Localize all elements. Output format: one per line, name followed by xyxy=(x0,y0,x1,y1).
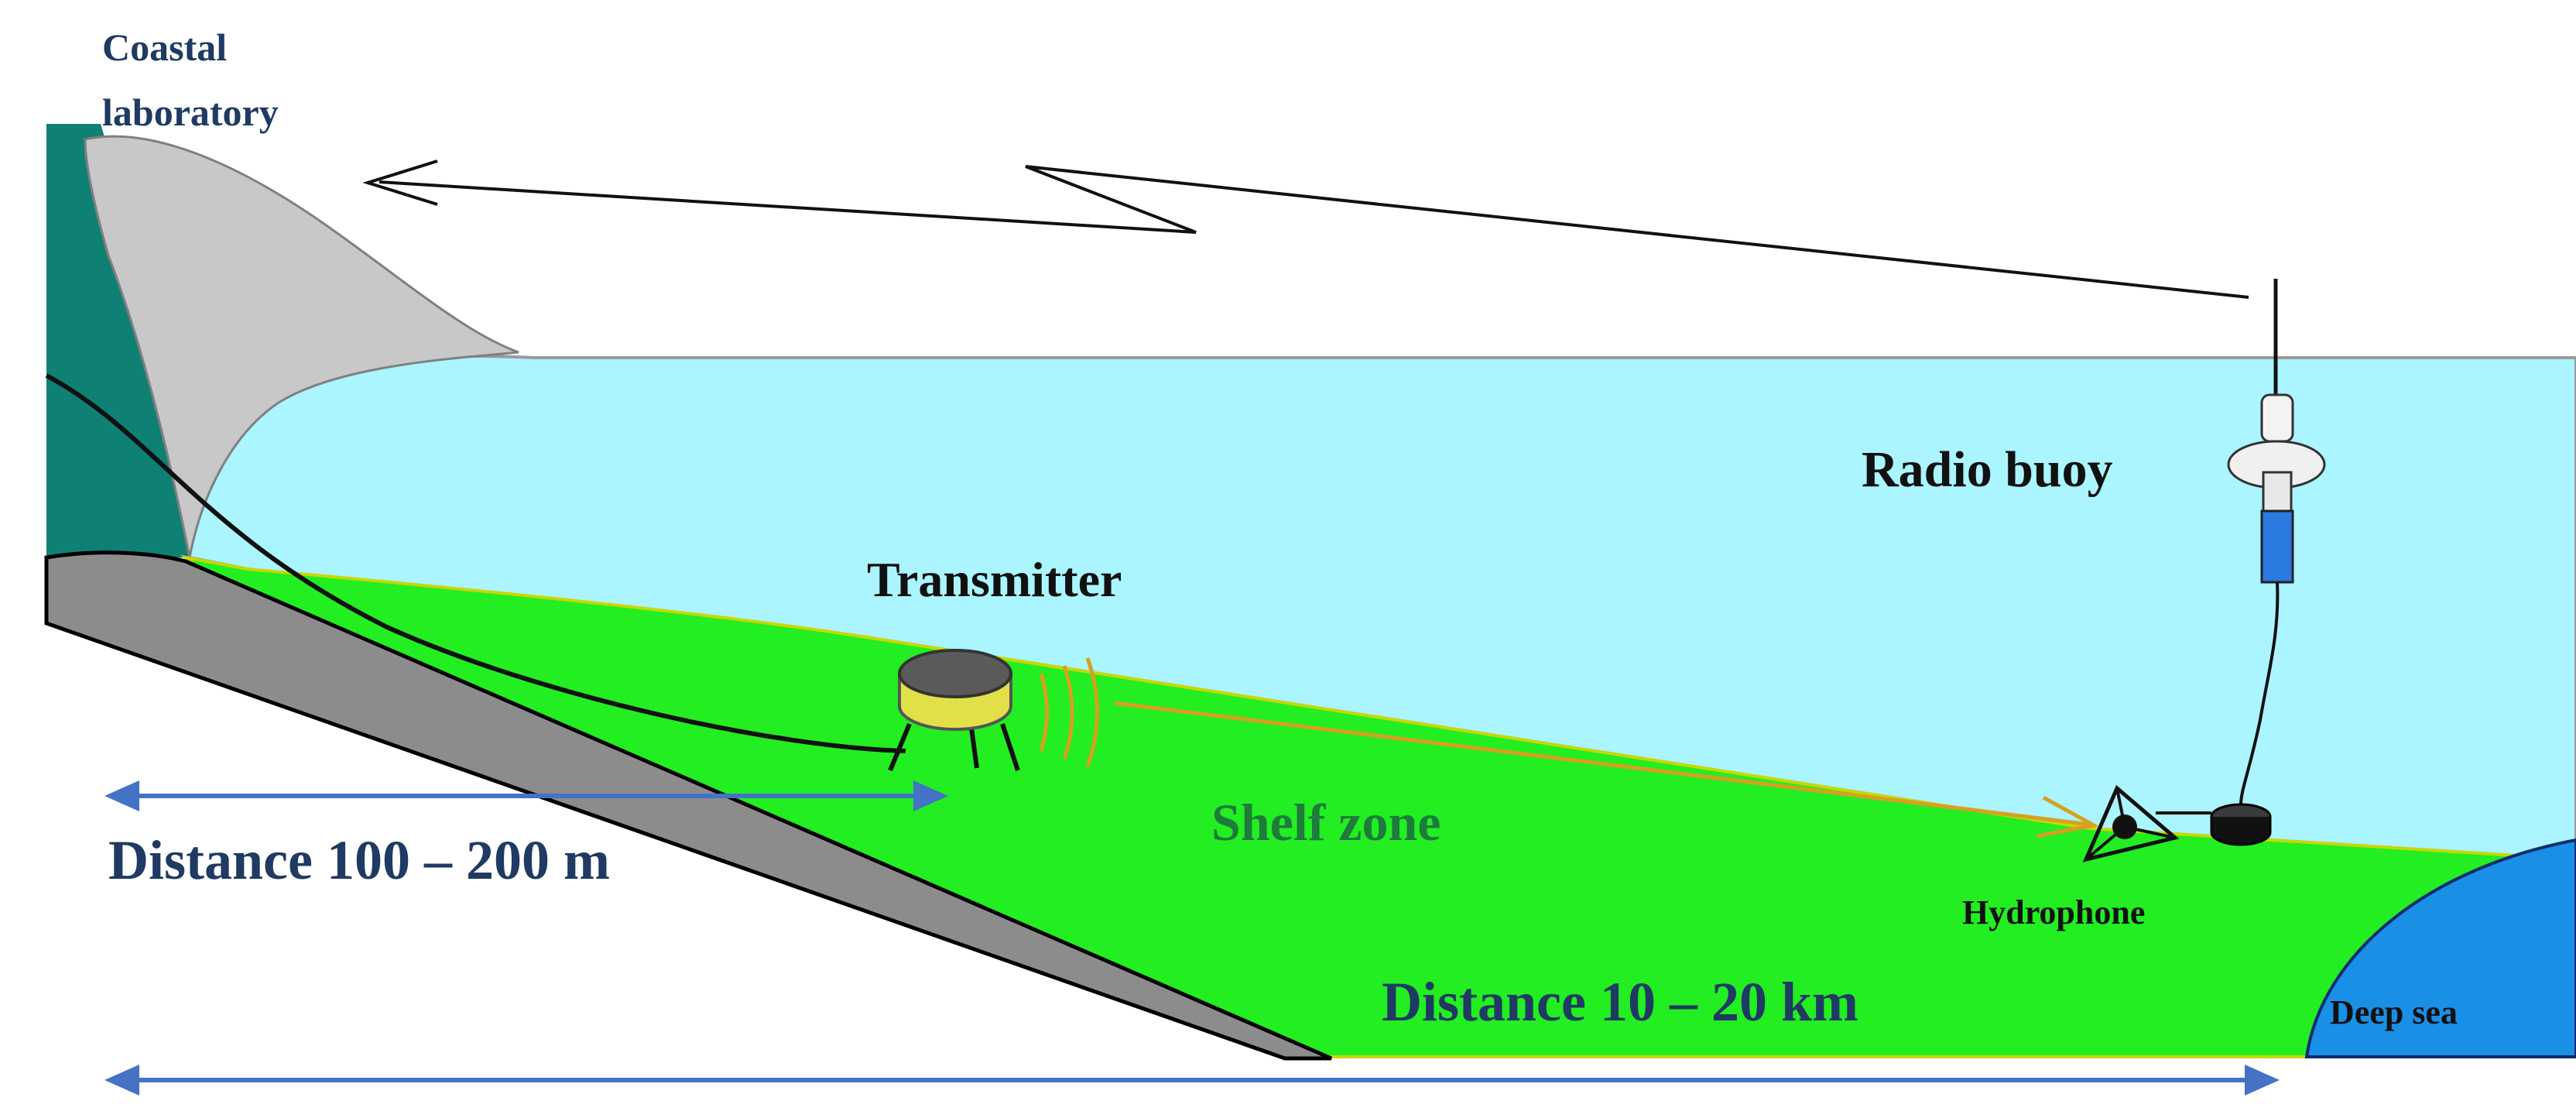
distance-arrow-long xyxy=(104,1065,2280,1096)
buoy-body xyxy=(2260,509,2294,584)
shelf-zone xyxy=(180,554,2576,1058)
label-coastal-line1: Coastal xyxy=(102,26,227,69)
label-hydrophone: Hydrophone xyxy=(1962,893,2145,931)
label-distance-short: Distance 100 – 200 m xyxy=(108,829,610,891)
radio-buoy xyxy=(2227,279,2326,806)
sound-waves xyxy=(1039,657,1099,767)
buoy-tether xyxy=(2239,581,2280,806)
label-coastal-line2: laboratory xyxy=(102,91,279,134)
hydrophone-icon xyxy=(2082,784,2180,863)
distance-arrow-short xyxy=(104,780,948,811)
coastal-landmass xyxy=(46,124,190,557)
buoy-mast xyxy=(2262,471,2293,513)
coastal-cliff xyxy=(84,135,519,558)
cable-to-transmitter xyxy=(45,373,906,753)
label-distance-long: Distance 10 – 20 km xyxy=(1382,971,1858,1033)
buoy-top xyxy=(2260,393,2294,443)
label-transmitter: Transmitter xyxy=(867,552,1122,607)
label-deep-sea: Deep sea xyxy=(2330,993,2458,1031)
seabed-slope xyxy=(44,550,1332,1061)
deep-sea xyxy=(2304,838,2576,1058)
transmitter-icon xyxy=(888,649,1020,772)
acoustic-signal-arrow xyxy=(1114,701,2100,838)
label-shelf-zone: Shelf zone xyxy=(1211,793,1441,852)
radio-link-arrow xyxy=(362,159,2249,299)
receiver-unit xyxy=(2156,803,2272,846)
label-radio-buoy: Radio buoy xyxy=(1862,441,2113,498)
